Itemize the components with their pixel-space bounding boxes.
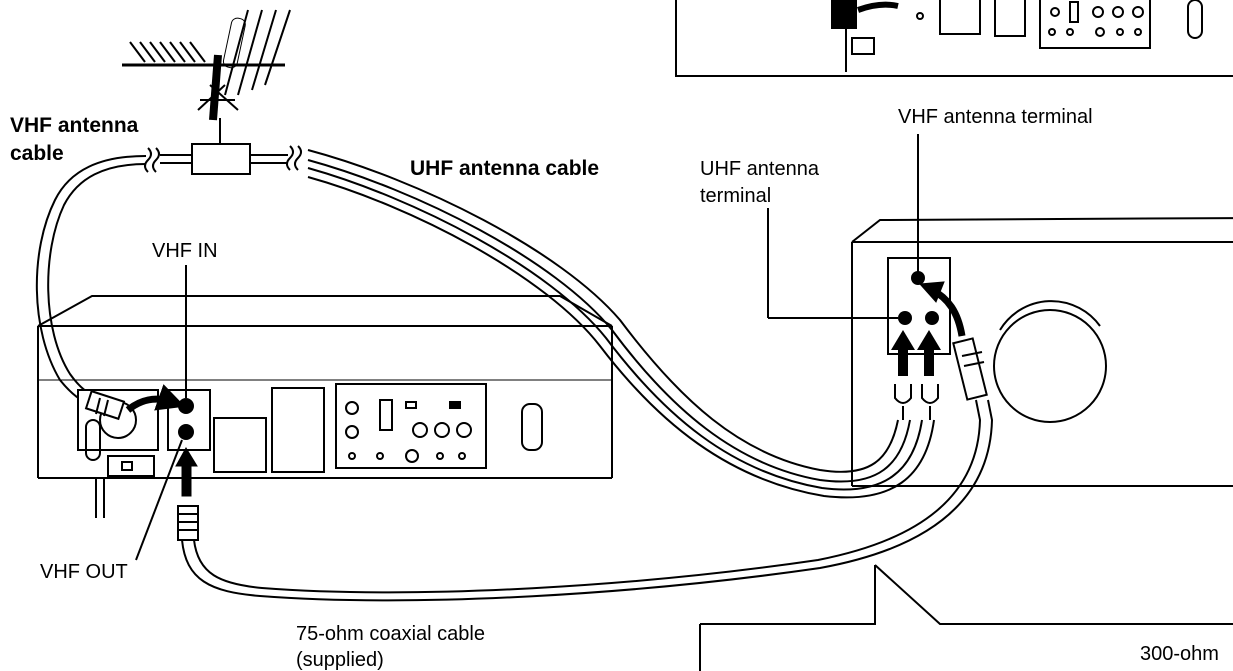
vhf-in-label: VHF IN (152, 240, 218, 262)
vhf-antenna-cable (35, 155, 147, 406)
splitter-icon (144, 143, 302, 175)
coax-cable-label: 75-ohm coaxial cable (296, 623, 485, 645)
coax-plug-icon (177, 505, 199, 541)
arrow-icon (918, 281, 966, 337)
leader-lines (135, 134, 1233, 671)
vhf-out-label: VHF OUT (40, 561, 128, 583)
coax-cable-label-2: (supplied) (296, 649, 384, 671)
tv-icon (851, 217, 1233, 487)
coaxial-cable (181, 399, 994, 602)
coax-plug-icon (952, 337, 988, 401)
vhf-antenna-terminal-label: VHF antenna terminal (898, 106, 1093, 128)
uhf-antenna-terminal-label-2: terminal (700, 185, 771, 207)
vhf-antenna-cable-label-2: cable (10, 142, 64, 165)
arrow-icon (891, 330, 941, 376)
callout-label: 300-ohm (1140, 643, 1219, 665)
uhf-antenna-cable-label: UHF antenna cable (410, 157, 599, 180)
uhf-antenna-terminal-label: UHF antenna (700, 158, 820, 180)
vhf-antenna-cable-label: VHF antenna (10, 114, 139, 137)
vcr-icon (37, 295, 613, 518)
spade-lug-icon (894, 384, 939, 420)
uhf-antenna-cable (307, 149, 935, 499)
arrow-icon (175, 447, 198, 497)
antenna-icon (122, 9, 291, 145)
coax-plug-icon (84, 384, 186, 421)
tv-antenna-terminals (898, 271, 939, 325)
inset-panel (675, 0, 1233, 77)
